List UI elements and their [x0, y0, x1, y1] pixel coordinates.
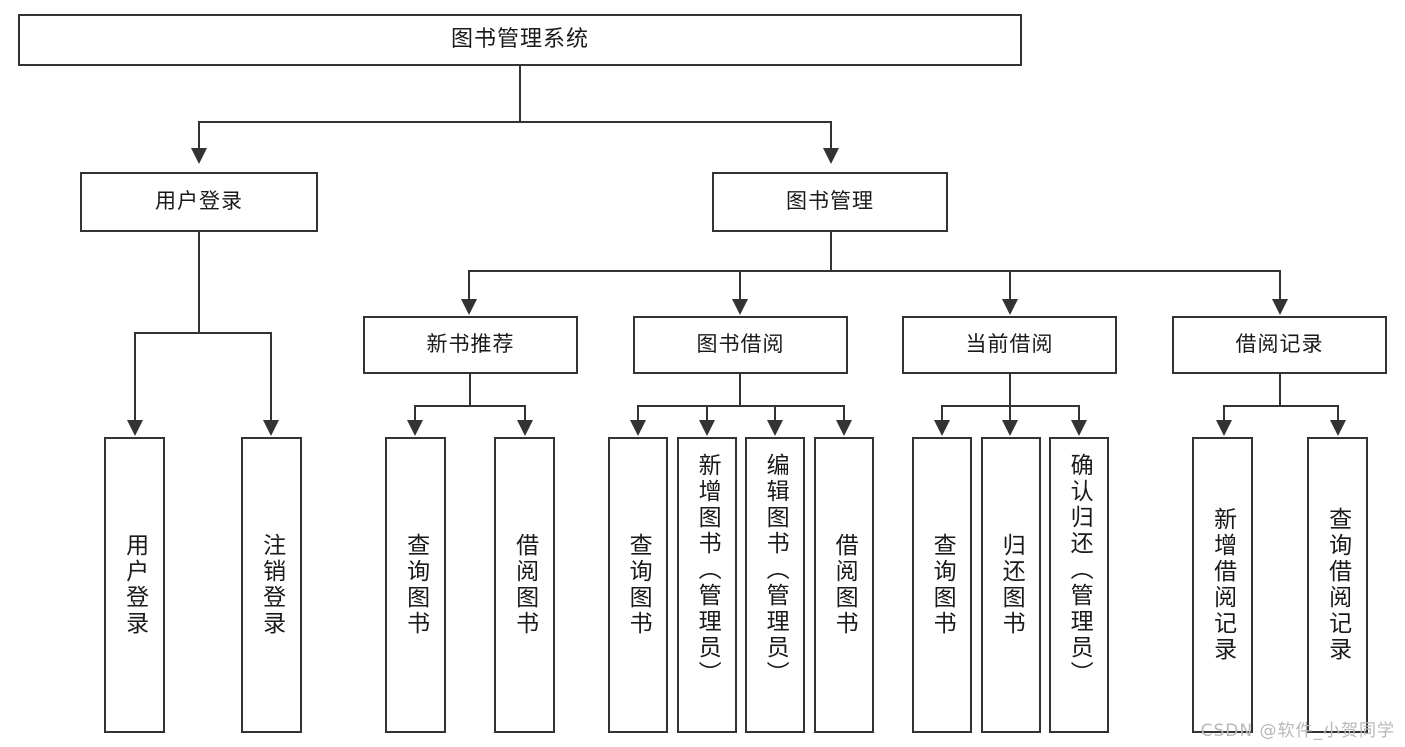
- leaf-borrow-record-2[interactable]: 查询借阅记录: [1307, 437, 1368, 733]
- node-book-borrow-label: 图书借阅: [696, 332, 785, 357]
- leaf-label: 新增图书（管理员）: [694, 453, 721, 687]
- leaf-label: 借阅图书: [511, 533, 538, 637]
- arrow-current-borrow-leaf3: [1071, 420, 1087, 436]
- leaf-label: 新增借阅记录: [1209, 507, 1236, 663]
- leaf-new-book-rec-2[interactable]: 借阅图书: [494, 437, 555, 733]
- connector-root-to-book-manage: [830, 121, 832, 149]
- leaf-label: 归还图书: [998, 533, 1025, 637]
- arrow-book-borrow-leaf3: [767, 420, 783, 436]
- arrow-current-borrow-leaf2: [1002, 420, 1018, 436]
- arrow-book-manage-to-current-borrow: [1002, 299, 1018, 315]
- node-new-book-rec-label: 新书推荐: [426, 332, 515, 357]
- arrow-book-manage-to-new-book-rec: [461, 299, 477, 315]
- connector-book-borrow-leaf2: [706, 405, 708, 421]
- leaf-book-borrow-2[interactable]: 新增图书（管理员）: [677, 437, 737, 733]
- connector-book-borrow-leaf1: [637, 405, 639, 421]
- leaf-label: 查询图书: [625, 533, 652, 637]
- leaf-current-borrow-3[interactable]: 确认归还（管理员）: [1049, 437, 1109, 733]
- node-current-borrow[interactable]: 当前借阅: [902, 316, 1117, 374]
- connector-new-book-rec-bus: [414, 405, 525, 407]
- connector-user-login-leaf1: [134, 332, 136, 421]
- connector-current-borrow-leaf2: [1009, 405, 1011, 421]
- connector-user-login-bus: [134, 332, 270, 334]
- leaf-current-borrow-2[interactable]: 归还图书: [981, 437, 1041, 733]
- arrow-book-borrow-leaf1: [630, 420, 646, 436]
- arrow-user-login-leaf2: [263, 420, 279, 436]
- arrow-root-to-book-manage: [823, 148, 839, 164]
- connector-book-manage-to-new-book-rec: [468, 270, 470, 300]
- leaf-label: 编辑图书（管理员）: [762, 453, 789, 687]
- leaf-book-borrow-3[interactable]: 编辑图书（管理员）: [745, 437, 805, 733]
- arrow-current-borrow-leaf1: [934, 420, 950, 436]
- connector-book-borrow-stem: [739, 374, 741, 406]
- connector-borrow-record-leaf2: [1337, 405, 1339, 421]
- leaf-label: 用户登录: [121, 533, 148, 637]
- connector-new-book-rec-leaf1: [414, 405, 416, 421]
- connector-book-borrow-leaf4: [843, 405, 845, 421]
- arrow-book-borrow-leaf4: [836, 420, 852, 436]
- connector-book-manage-to-current-borrow: [1009, 270, 1011, 300]
- arrow-new-book-rec-leaf1: [407, 420, 423, 436]
- arrow-user-login-leaf1: [127, 420, 143, 436]
- arrow-borrow-record-leaf2: [1330, 420, 1346, 436]
- node-new-book-rec[interactable]: 新书推荐: [363, 316, 578, 374]
- connector-root-stem: [519, 66, 521, 122]
- node-book-manage[interactable]: 图书管理: [712, 172, 948, 232]
- arrow-root-to-user-login: [191, 148, 207, 164]
- leaf-user-login-2[interactable]: 注销登录: [241, 437, 302, 733]
- connector-book-manage-bus: [468, 270, 1280, 272]
- connector-book-borrow-leaf3: [774, 405, 776, 421]
- connector-root-bus: [198, 121, 831, 123]
- connector-book-manage-stem: [830, 232, 832, 271]
- connector-new-book-rec-stem: [469, 374, 471, 406]
- node-current-borrow-label: 当前借阅: [965, 332, 1054, 357]
- node-book-manage-label: 图书管理: [786, 189, 874, 214]
- connector-user-login-leaf2: [270, 332, 272, 421]
- leaf-label: 借阅图书: [831, 533, 858, 637]
- node-book-borrow[interactable]: 图书借阅: [633, 316, 848, 374]
- connector-new-book-rec-leaf2: [524, 405, 526, 421]
- node-root-label: 图书管理系统: [450, 26, 589, 52]
- arrow-book-manage-to-book-borrow: [732, 299, 748, 315]
- node-root[interactable]: 图书管理系统: [18, 14, 1022, 66]
- connector-borrow-record-stem: [1279, 374, 1281, 406]
- leaf-new-book-rec-1[interactable]: 查询图书: [385, 437, 446, 733]
- connector-user-login-stem: [198, 232, 200, 333]
- connector-current-borrow-leaf1: [941, 405, 943, 421]
- node-borrow-record-label: 借阅记录: [1235, 332, 1324, 357]
- connector-root-to-user-login: [198, 121, 200, 149]
- arrow-book-manage-to-borrow-record: [1272, 299, 1288, 315]
- connector-current-borrow-leaf3: [1078, 405, 1080, 421]
- leaf-label: 注销登录: [258, 533, 285, 637]
- leaf-current-borrow-1[interactable]: 查询图书: [912, 437, 972, 733]
- leaf-borrow-record-1[interactable]: 新增借阅记录: [1192, 437, 1253, 733]
- connector-book-manage-to-borrow-record: [1279, 270, 1281, 300]
- node-borrow-record[interactable]: 借阅记录: [1172, 316, 1387, 374]
- leaf-label: 确认归还（管理员）: [1066, 453, 1093, 687]
- arrow-book-borrow-leaf2: [699, 420, 715, 436]
- leaf-label: 查询借阅记录: [1324, 507, 1351, 663]
- leaf-book-borrow-1[interactable]: 查询图书: [608, 437, 668, 733]
- node-user-login-label: 用户登录: [155, 189, 243, 214]
- connector-current-borrow-stem: [1009, 374, 1011, 406]
- node-user-login[interactable]: 用户登录: [80, 172, 318, 232]
- connector-book-manage-to-book-borrow: [739, 270, 741, 300]
- leaf-label: 查询图书: [929, 533, 956, 637]
- watermark-text: CSDN @软件_小贺同学: [1200, 721, 1395, 741]
- connector-borrow-record-leaf1: [1223, 405, 1225, 421]
- arrow-new-book-rec-leaf2: [517, 420, 533, 436]
- arrow-borrow-record-leaf1: [1216, 420, 1232, 436]
- leaf-book-borrow-4[interactable]: 借阅图书: [814, 437, 874, 733]
- connector-book-borrow-bus: [637, 405, 845, 407]
- leaf-user-login-1[interactable]: 用户登录: [104, 437, 165, 733]
- leaf-label: 查询图书: [402, 533, 429, 637]
- connector-borrow-record-bus: [1223, 405, 1337, 407]
